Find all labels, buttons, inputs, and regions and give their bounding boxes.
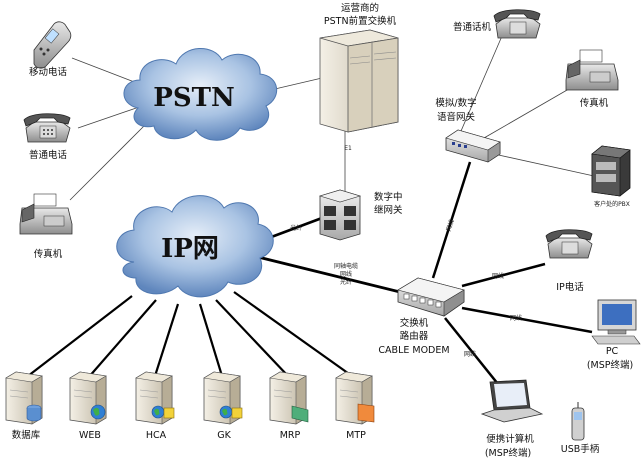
server-mtp-icon bbox=[335, 371, 375, 425]
link-fax-pstn bbox=[69, 117, 153, 201]
link-label-coax-net: 网线 bbox=[340, 270, 352, 278]
phone-top-label: 普通话机 bbox=[453, 21, 492, 33]
pstn-switch-label-line2: PSTN前置交换机 bbox=[324, 15, 397, 27]
usb-handset-icon bbox=[571, 402, 585, 441]
usb-handset-label: USB手柄 bbox=[561, 443, 600, 455]
link-label-net-laptop: 网线 bbox=[464, 350, 476, 358]
voice-gateway-icon bbox=[445, 129, 501, 163]
pstn-switch-label-line1: 运营商的 bbox=[341, 2, 379, 14]
switch-router-icon bbox=[397, 277, 465, 317]
link-ipcloud-router bbox=[253, 254, 409, 296]
server-web-label: WEB bbox=[79, 430, 101, 441]
link-gateway-fax bbox=[483, 85, 575, 139]
link-label-net-ipphone: 网线 bbox=[492, 272, 504, 280]
mobile-phone-label: 移动电话 bbox=[29, 66, 68, 78]
link-label-e1: E1 bbox=[344, 145, 352, 152]
voice-gateway-label-line2: 语音网关 bbox=[437, 111, 476, 123]
telephone-top-icon bbox=[493, 9, 541, 39]
fax-machine-icon bbox=[19, 193, 73, 235]
pc-label-line1: PC bbox=[606, 346, 619, 357]
link-ip-mrp bbox=[215, 299, 289, 377]
fax-right-label: 传真机 bbox=[580, 97, 609, 109]
trunk-gateway-label-line2: 继网关 bbox=[374, 204, 403, 216]
trunk-gateway-label-line1: 数字中 bbox=[374, 191, 403, 203]
ip-cloud: IP网 bbox=[116, 195, 274, 298]
link-ip-mtp bbox=[233, 291, 353, 377]
switch-router-label-line1: 交换机 bbox=[400, 317, 429, 329]
link-label-net-gateway: 网线 bbox=[444, 218, 455, 232]
voice-gateway-label-line1: 模拟/数字 bbox=[435, 97, 476, 109]
pc-label-line2: (MSP终端) bbox=[587, 359, 633, 371]
link-router-ipphone bbox=[461, 262, 546, 288]
link-gateway-pbx bbox=[493, 153, 595, 177]
server-database-label: 数据库 bbox=[12, 429, 41, 441]
link-gateway-phonetop bbox=[457, 35, 503, 139]
link-ip-hca bbox=[153, 303, 180, 377]
server-web-icon bbox=[69, 371, 107, 425]
link-ip-web bbox=[87, 299, 157, 379]
mobile-phone-icon bbox=[33, 21, 72, 69]
ip-phone-label: IP电话 bbox=[556, 281, 584, 293]
link-router-pc bbox=[461, 306, 593, 334]
pstn-cloud-label: PSTN bbox=[153, 83, 234, 113]
pbx-icon bbox=[591, 145, 631, 197]
pc-icon bbox=[591, 299, 641, 345]
trunk-gateway-icon bbox=[318, 189, 362, 241]
server-hca-label: HCA bbox=[146, 430, 167, 441]
ip-phone-icon bbox=[545, 229, 593, 259]
fax-left-label: 传真机 bbox=[34, 248, 63, 260]
pstn-switch-cabinet-icon bbox=[319, 29, 399, 133]
laptop-icon bbox=[480, 379, 544, 423]
server-mrp-icon bbox=[269, 371, 309, 425]
laptop-label-line2: (MSP终端) bbox=[485, 447, 531, 459]
server-hca-icon bbox=[135, 371, 175, 425]
ip-cloud-label: IP网 bbox=[161, 234, 219, 264]
link-ip-db bbox=[27, 295, 133, 377]
telephone-icon bbox=[23, 113, 71, 143]
link-phone-pstn bbox=[77, 105, 143, 129]
link-ip-gk bbox=[198, 303, 224, 377]
links bbox=[27, 35, 595, 395]
switch-router-label-line2: 路由器 bbox=[400, 330, 429, 342]
link-label-fiber: 光纤 bbox=[290, 224, 302, 232]
server-mrp-label: MRP bbox=[280, 430, 301, 441]
server-gk-icon bbox=[203, 371, 243, 425]
link-label-net-pc: 网线 bbox=[510, 314, 522, 322]
pbx-label: 客户处的PBX bbox=[594, 200, 630, 208]
laptop-label-line1: 便携计算机 bbox=[486, 433, 534, 445]
link-label-coax-fiber: 光纤 bbox=[340, 278, 352, 286]
server-mtp-label: MTP bbox=[346, 430, 366, 441]
server-gk-label: GK bbox=[217, 430, 231, 441]
ordinary-phone-label: 普通电话 bbox=[29, 149, 68, 161]
fax-right-icon bbox=[565, 49, 619, 91]
link-label-coax: 同轴电缆 bbox=[334, 262, 358, 270]
pstn-cloud: PSTN bbox=[123, 48, 277, 141]
server-database-icon bbox=[5, 371, 43, 425]
switch-router-label-line3: CABLE MODEM bbox=[378, 345, 449, 356]
link-router-gateway bbox=[431, 161, 472, 279]
